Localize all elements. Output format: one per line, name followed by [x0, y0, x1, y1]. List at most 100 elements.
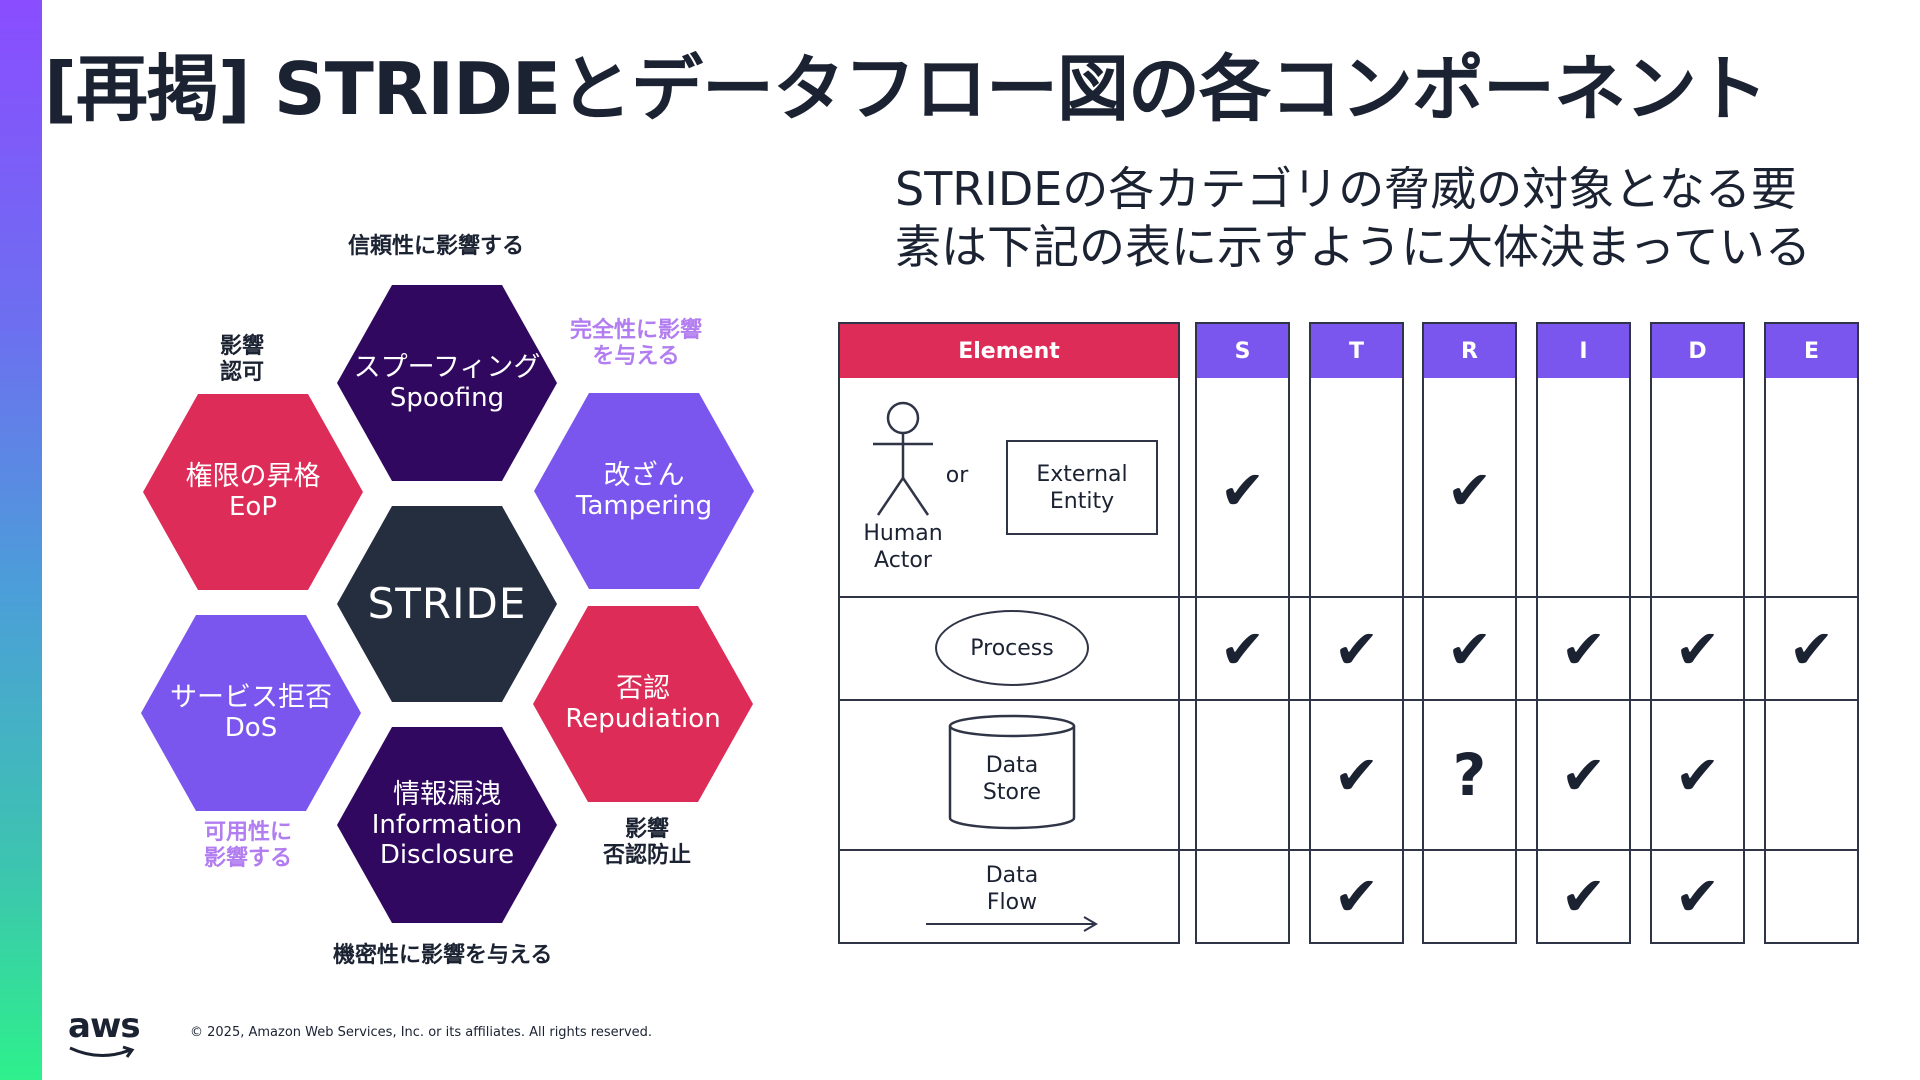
- header-i: I: [1536, 322, 1631, 378]
- hex-information-disclosure: 情報漏洩 Information Disclosure: [337, 727, 557, 923]
- label-non-repudiation-2: 否認防止: [603, 843, 692, 868]
- column-t: [1309, 378, 1404, 944]
- column-r: [1422, 378, 1517, 944]
- copyright-notice: © 2025, Amazon Web Services, Inc. or its…: [190, 1025, 653, 1040]
- check-store-s: [1195, 710, 1290, 840]
- column-s: [1195, 378, 1290, 944]
- check-flow-t: ✔: [1333, 864, 1380, 928]
- label-authorization: 影響 認可: [220, 334, 264, 386]
- data-store-label: Data Store: [966, 752, 1058, 806]
- hex-disclosure-jp: 情報漏洩: [393, 779, 501, 810]
- subtitle-line-1: STRIDEの各カテゴリの脅威の対象となる要: [895, 162, 1797, 216]
- process-label: Process: [970, 635, 1054, 661]
- label-authorization-1: 影響: [220, 334, 265, 359]
- hex-dos-en: DoS: [224, 713, 278, 743]
- check-flow-s: [1195, 852, 1290, 940]
- label-confidentiality: 機密性に影響を与える: [333, 943, 553, 968]
- check-flow-r: [1422, 852, 1517, 940]
- check-store-d: ✔: [1674, 743, 1721, 807]
- check-process-d: ✔: [1674, 617, 1721, 681]
- subtitle-line-2: 素は下記の表に示すように大体決まっている: [895, 220, 1811, 274]
- process-oval: Process: [935, 610, 1089, 686]
- hex-spoofing: スプーフィング Spoofing: [337, 285, 557, 481]
- label-availability-2: 影響する: [204, 846, 293, 871]
- row-divider: [838, 699, 1859, 701]
- check-entity-d: [1650, 440, 1745, 540]
- data-flow-label-2: Flow: [986, 890, 1038, 915]
- check-entity-r: ✔: [1446, 458, 1493, 522]
- column-element: [838, 378, 1180, 944]
- label-integrity-1: 完全性に影響: [570, 318, 703, 343]
- header-s: S: [1195, 322, 1290, 378]
- human-actor-icon: [873, 401, 933, 516]
- check-store-i: ✔: [1560, 743, 1607, 807]
- hex-spoofing-en: Spoofing: [389, 383, 505, 413]
- hex-repudiation-jp: 否認: [616, 673, 670, 704]
- label-authorization-2: 認可: [220, 360, 265, 385]
- data-flow-arrow-icon: [926, 916, 1098, 932]
- column-i: [1536, 378, 1631, 944]
- aws-logo: aws: [68, 1006, 141, 1058]
- check-process-i: ✔: [1560, 617, 1607, 681]
- data-store-label-1: Data: [985, 753, 1039, 778]
- label-non-repudiation-1: 影響: [625, 817, 670, 842]
- external-label-1: External: [1036, 461, 1128, 487]
- aws-smile-icon: [69, 1045, 135, 1058]
- hex-center-label: STRIDE: [367, 579, 527, 628]
- label-availability: 可用性に 影響する: [204, 820, 292, 872]
- data-store-cylinder-icon: [948, 714, 1076, 830]
- external-entity-text: External Entity: [1036, 461, 1127, 515]
- header-r: R: [1422, 322, 1517, 378]
- hex-dos: サービス拒否 DoS: [141, 615, 361, 811]
- check-flow-d: ✔: [1674, 864, 1721, 928]
- slide-title: [再掲] STRIDEとデータフロー図の各コンポーネント: [44, 47, 1768, 131]
- check-process-t: ✔: [1333, 617, 1380, 681]
- column-e: [1764, 378, 1859, 944]
- check-store-e: [1764, 710, 1859, 840]
- row-divider: [838, 849, 1859, 851]
- human-label-1: Human: [863, 521, 943, 546]
- hex-spoofing-jp: スプーフィング: [353, 352, 541, 383]
- check-store-t: ✔: [1333, 743, 1380, 807]
- check-process-e: ✔: [1788, 617, 1835, 681]
- data-flow-label: Data Flow: [966, 862, 1058, 916]
- hex-eop-jp: 権限の昇格: [185, 461, 321, 492]
- header-d: D: [1650, 322, 1745, 378]
- hex-eop: 権限の昇格 EoP: [143, 394, 363, 590]
- check-process-r: ✔: [1446, 617, 1493, 681]
- or-label: or: [945, 463, 969, 488]
- hex-tampering-en: Tampering: [575, 491, 713, 521]
- check-flow-i: ✔: [1560, 864, 1607, 928]
- label-trust: 信頼性に影響する: [348, 234, 525, 259]
- decorative-gradient-bar: [0, 0, 42, 1080]
- row-divider: [838, 596, 1859, 598]
- slide-subtitle: STRIDEの各カテゴリの脅威の対象となる要 素は下記の表に示すように大体決まっ…: [895, 160, 1895, 276]
- hex-disclosure-en-2: Disclosure: [379, 840, 515, 870]
- check-entity-t: [1309, 440, 1404, 540]
- check-entity-e: [1764, 440, 1859, 540]
- aws-logo-text: aws: [68, 1006, 141, 1046]
- question-store-r: ?: [1452, 741, 1487, 809]
- label-availability-1: 可用性に: [204, 820, 293, 845]
- header-element: Element: [838, 322, 1180, 378]
- external-entity-box: External Entity: [1006, 440, 1158, 535]
- hex-eop-en: EoP: [228, 492, 277, 522]
- header-e: E: [1764, 322, 1859, 378]
- hex-repudiation-en: Repudiation: [565, 704, 721, 734]
- label-integrity-2: を与える: [592, 344, 680, 369]
- hex-tampering-jp: 改ざん: [603, 460, 685, 491]
- hex-stride-center: STRIDE: [337, 506, 557, 702]
- external-label-2: Entity: [1049, 488, 1115, 514]
- header-t: T: [1309, 322, 1404, 378]
- hex-tampering: 改ざん Tampering: [534, 393, 754, 589]
- label-integrity: 完全性に影響 を与える: [570, 318, 702, 370]
- data-flow-label-1: Data: [985, 863, 1039, 888]
- hex-disclosure-en-1: Information: [371, 810, 523, 840]
- human-label-2: Actor: [874, 548, 932, 573]
- check-entity-s: ✔: [1219, 458, 1266, 522]
- human-actor-label: Human Actor: [858, 520, 948, 574]
- hex-dos-jp: サービス拒否: [170, 682, 332, 713]
- check-flow-e: [1764, 852, 1859, 940]
- hex-repudiation: 否認 Repudiation: [533, 606, 753, 802]
- column-d: [1650, 378, 1745, 944]
